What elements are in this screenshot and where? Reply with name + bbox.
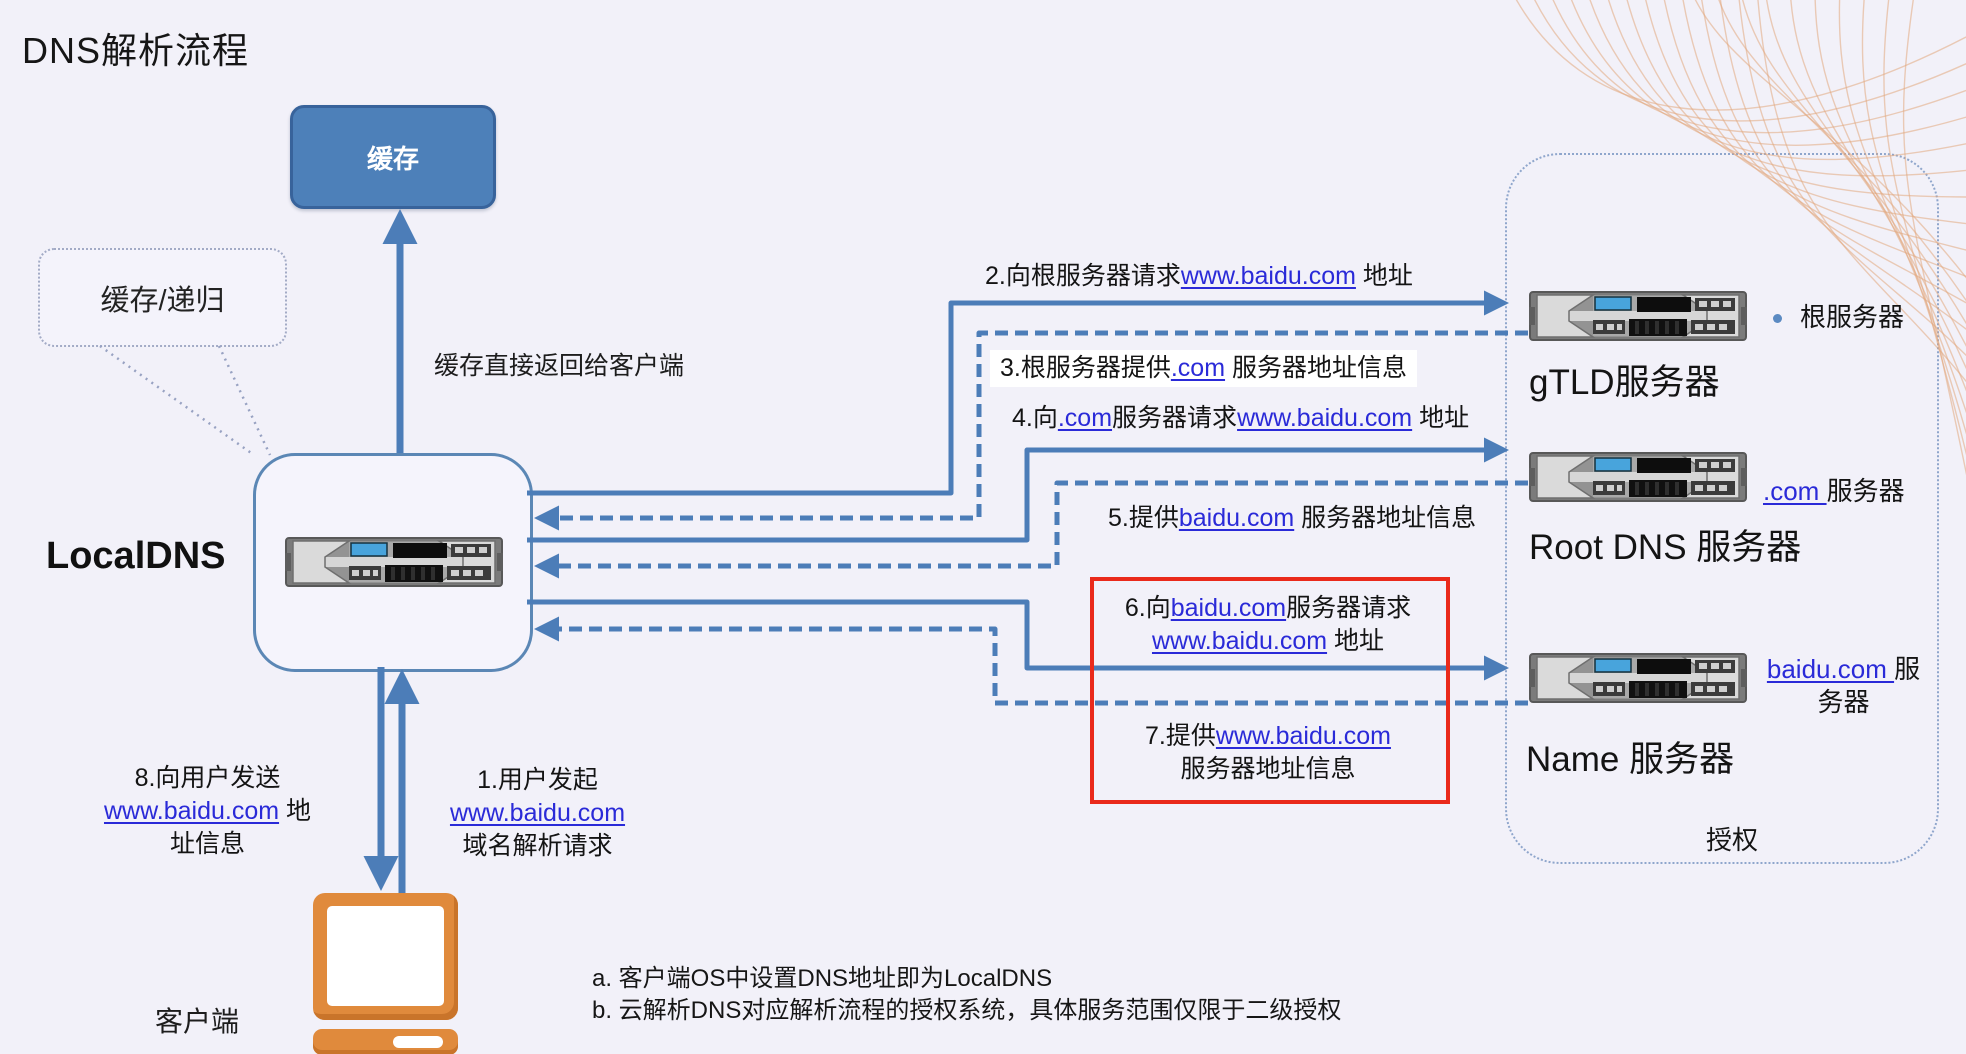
baidu-server-label: baidu.com 服务器 — [1756, 653, 1931, 719]
link-text: baidu.com — [1170, 594, 1287, 622]
root-server-label: 根服务器 — [1800, 302, 1905, 332]
cache-recursion-label: 缓存/递归 — [100, 284, 225, 317]
root-dns-server-label: Root DNS 服务器 — [1529, 528, 1802, 567]
plain-text: 服 — [1894, 654, 1921, 684]
com-server-icon — [1529, 452, 1747, 502]
bubble-tail-line — [217, 345, 272, 456]
cache-return-note: 缓存直接返回给客户端 — [434, 352, 685, 380]
plain-text: 8.向用户发送 — [134, 764, 281, 792]
root-server-icon — [1529, 291, 1747, 341]
link-text: www.baidu.com — [1237, 404, 1413, 432]
plain-text: 服务器 — [1826, 476, 1905, 506]
plain-text: 地址 — [1412, 404, 1470, 432]
authorization-label: 授权 — [1706, 825, 1759, 855]
cache-recursion-bubble: 缓存/递归 — [38, 248, 287, 347]
plain-text: 地 — [279, 797, 312, 825]
client-computer-slot — [393, 1036, 443, 1048]
plain-text: 服务器地址信息 — [1294, 504, 1477, 532]
step2-label: 2.向根服务器请求www.baidu.com 地址 — [985, 260, 1413, 293]
name-server-label: Name 服务器 — [1526, 740, 1735, 779]
link-text: www.baidu.com — [1215, 722, 1391, 750]
client-computer-screen — [327, 906, 444, 1006]
step6-label: 6.向baidu.com服务器请求 www.baidu.com 地址 — [1088, 592, 1448, 658]
plain-text: 2.向根服务器请求 — [985, 262, 1181, 290]
link-text: baidu.com — [1766, 654, 1895, 684]
plain-text: 服务器请求 — [1286, 594, 1412, 622]
link-text: baidu.com — [1178, 504, 1295, 532]
localdns-label: LocalDNS — [46, 535, 226, 577]
plain-text: 服务器地址信息 — [1180, 755, 1356, 783]
link-text: www.baidu.com — [449, 799, 626, 827]
footnote-a: a. 客户端OS中设置DNS地址即为LocalDNS — [592, 965, 1053, 992]
gtld-server-label: gTLD服务器 — [1529, 363, 1720, 402]
plain-text: 服务器地址信息 — [1225, 354, 1407, 382]
localdns-server-icon — [285, 537, 503, 587]
bubble-tail-line — [99, 344, 255, 457]
plain-text: 6.向 — [1124, 594, 1171, 622]
plain-text: 5.提供 — [1108, 504, 1179, 532]
link-text: .com — [1057, 404, 1113, 432]
plain-text: 务器 — [1817, 687, 1870, 717]
footnote-b: b. 云解析DNS对应解析流程的授权系统，具体服务范围仅限于二级授权 — [592, 997, 1342, 1024]
plain-text: 址信息 — [169, 830, 245, 858]
bullet-dot-icon — [1773, 314, 1782, 323]
plain-text: 服务器请求 — [1112, 404, 1238, 432]
plain-text: 域名解析请求 — [462, 832, 613, 860]
highlight-red-box — [1090, 577, 1450, 804]
step8-label: 8.向用户发送 www.baidu.com 地址信息 — [90, 762, 325, 861]
com-server-label: .com 服务器 — [1763, 471, 1905, 508]
step5-label: 5.提供baidu.com 服务器地址信息 — [1108, 502, 1476, 535]
link-text: .com — [1170, 354, 1226, 382]
cache-box-label: 缓存 — [366, 143, 419, 174]
link-text: .com — [1763, 476, 1827, 506]
step4-label: 4.向.com服务器请求www.baidu.com 地址 — [1012, 402, 1469, 435]
plain-text: 地址 — [1327, 627, 1385, 655]
page-title: DNS解析流程 — [22, 30, 250, 71]
step1-label: 1.用户发起 www.baidu.com 域名解析请求 — [420, 764, 655, 863]
plain-text: 1.用户发起 — [477, 766, 598, 794]
name-server-icon — [1529, 653, 1747, 703]
plain-text: 地址 — [1355, 262, 1413, 290]
step7-label: 7.提供www.baidu.com 服务器地址信息 — [1088, 720, 1448, 786]
plain-text: 7.提供 — [1145, 722, 1216, 750]
step2-request-line — [527, 290, 1509, 496]
plain-text: 3.根服务器提供 — [1000, 354, 1171, 382]
cache-box: 缓存 — [290, 105, 496, 209]
link-text: www.baidu.com — [1151, 627, 1328, 655]
step3-label: 3.根服务器提供.com 服务器地址信息 — [990, 350, 1417, 387]
link-text: www.baidu.com — [1180, 262, 1356, 290]
link-text: www.baidu.com — [103, 797, 280, 825]
client-label: 客户端 — [155, 1006, 240, 1037]
plain-text: 4.向 — [1012, 404, 1058, 432]
